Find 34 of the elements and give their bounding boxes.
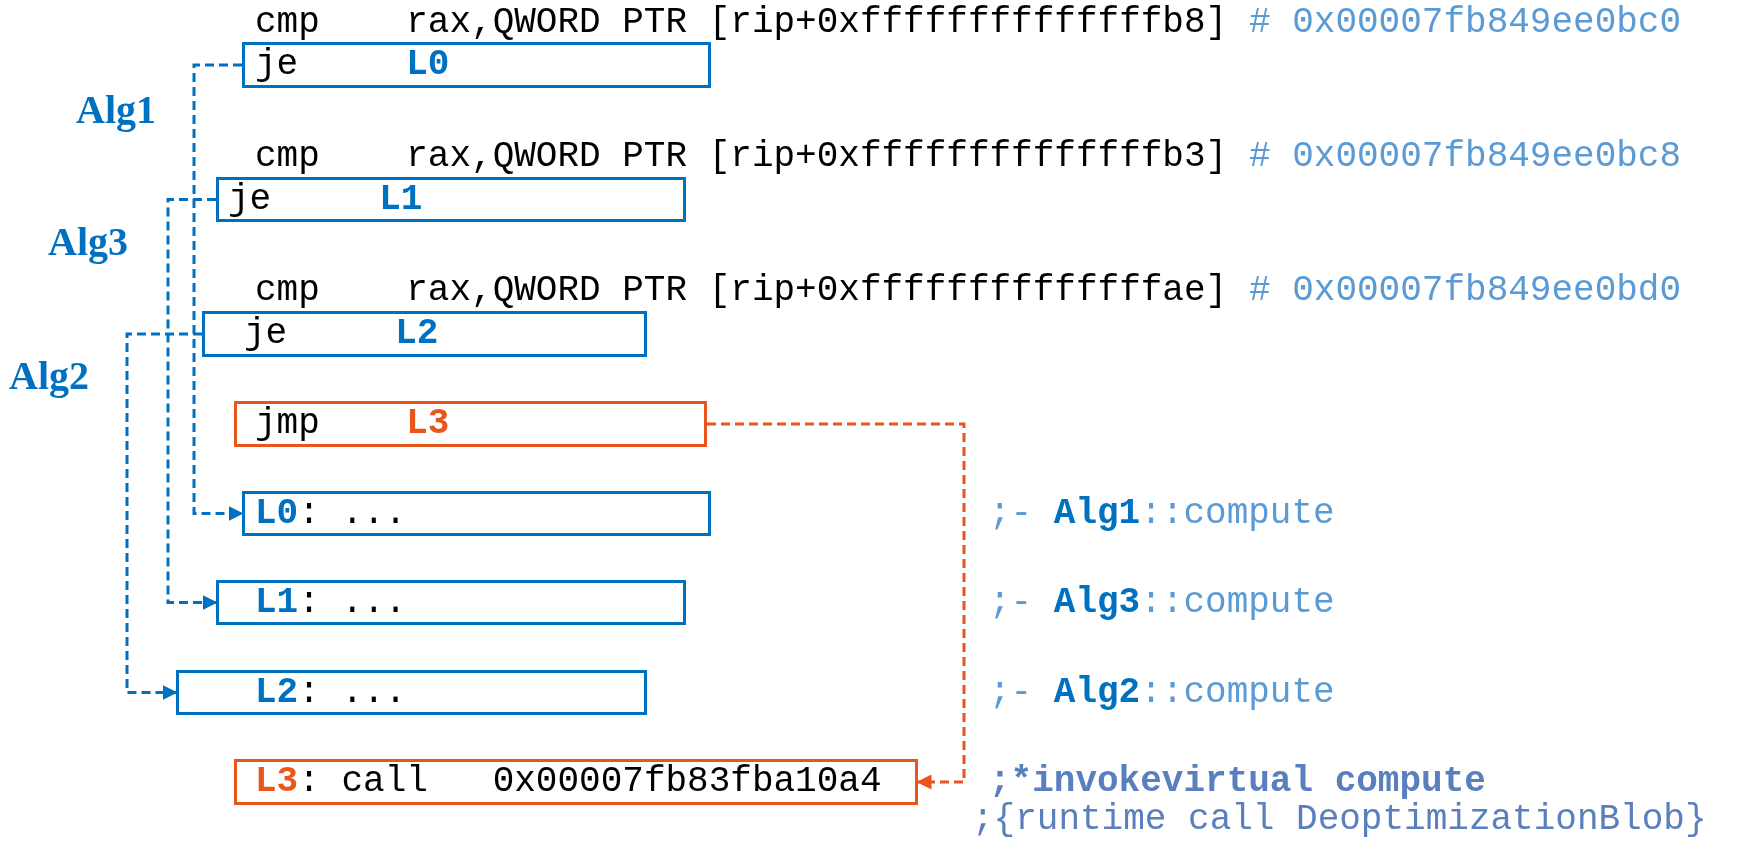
code-line: cmp rax,QWORD PTR [rip+0xffffffffffffffb8] bbox=[255, 3, 1228, 43]
code-comment: # 0x00007fb849ee0bd0 bbox=[1249, 271, 1682, 311]
code-comment: ;- Alg2::compute bbox=[989, 673, 1335, 713]
instruction-text: L1: ... bbox=[255, 582, 407, 623]
code-line: cmp rax,QWORD PTR [rip+0xffffffffffffffb3] bbox=[255, 137, 1228, 177]
jump-arrow bbox=[707, 422, 966, 790]
code-box bbox=[234, 401, 707, 447]
code-line: cmp rax,QWORD PTR [rip+0xffffffffffffffae] bbox=[255, 271, 1228, 311]
instruction-text: L3: call 0x00007fb83fba10a4 bbox=[255, 762, 882, 802]
code-comment: ;- Alg1::compute bbox=[989, 494, 1335, 534]
code-box bbox=[242, 42, 711, 88]
code-comment: # 0x00007fb849ee0bc0 bbox=[1249, 3, 1682, 43]
code-box bbox=[242, 491, 711, 536]
branch-label: Alg3 bbox=[48, 222, 128, 262]
code-comment: # 0x00007fb849ee0bc8 bbox=[1249, 137, 1682, 177]
code-box bbox=[216, 580, 686, 625]
code-comment: ;- Alg3::compute bbox=[989, 583, 1335, 623]
jump-arrow bbox=[192, 63, 244, 521]
code-box bbox=[202, 311, 647, 357]
instruction-text: jmp L3 bbox=[255, 404, 450, 444]
branch-label: Alg1 bbox=[76, 90, 156, 130]
instruction-text: je L0 bbox=[255, 45, 450, 85]
instruction-text: je L1 bbox=[228, 179, 423, 220]
code-box bbox=[216, 177, 686, 222]
jump-arrow bbox=[166, 198, 218, 610]
instruction-text: je L2 bbox=[244, 314, 439, 354]
code-box bbox=[176, 670, 647, 715]
jump-arrow bbox=[125, 332, 202, 700]
branch-label: Alg2 bbox=[9, 356, 89, 396]
code-comment: ;{runtime call DeoptimizationBlob} bbox=[972, 800, 1707, 840]
code-comment: ;*invokevirtual compute bbox=[989, 762, 1486, 802]
code-box bbox=[234, 759, 918, 805]
instruction-text: L0: ... bbox=[255, 493, 407, 534]
instruction-text: L2: ... bbox=[255, 672, 407, 713]
